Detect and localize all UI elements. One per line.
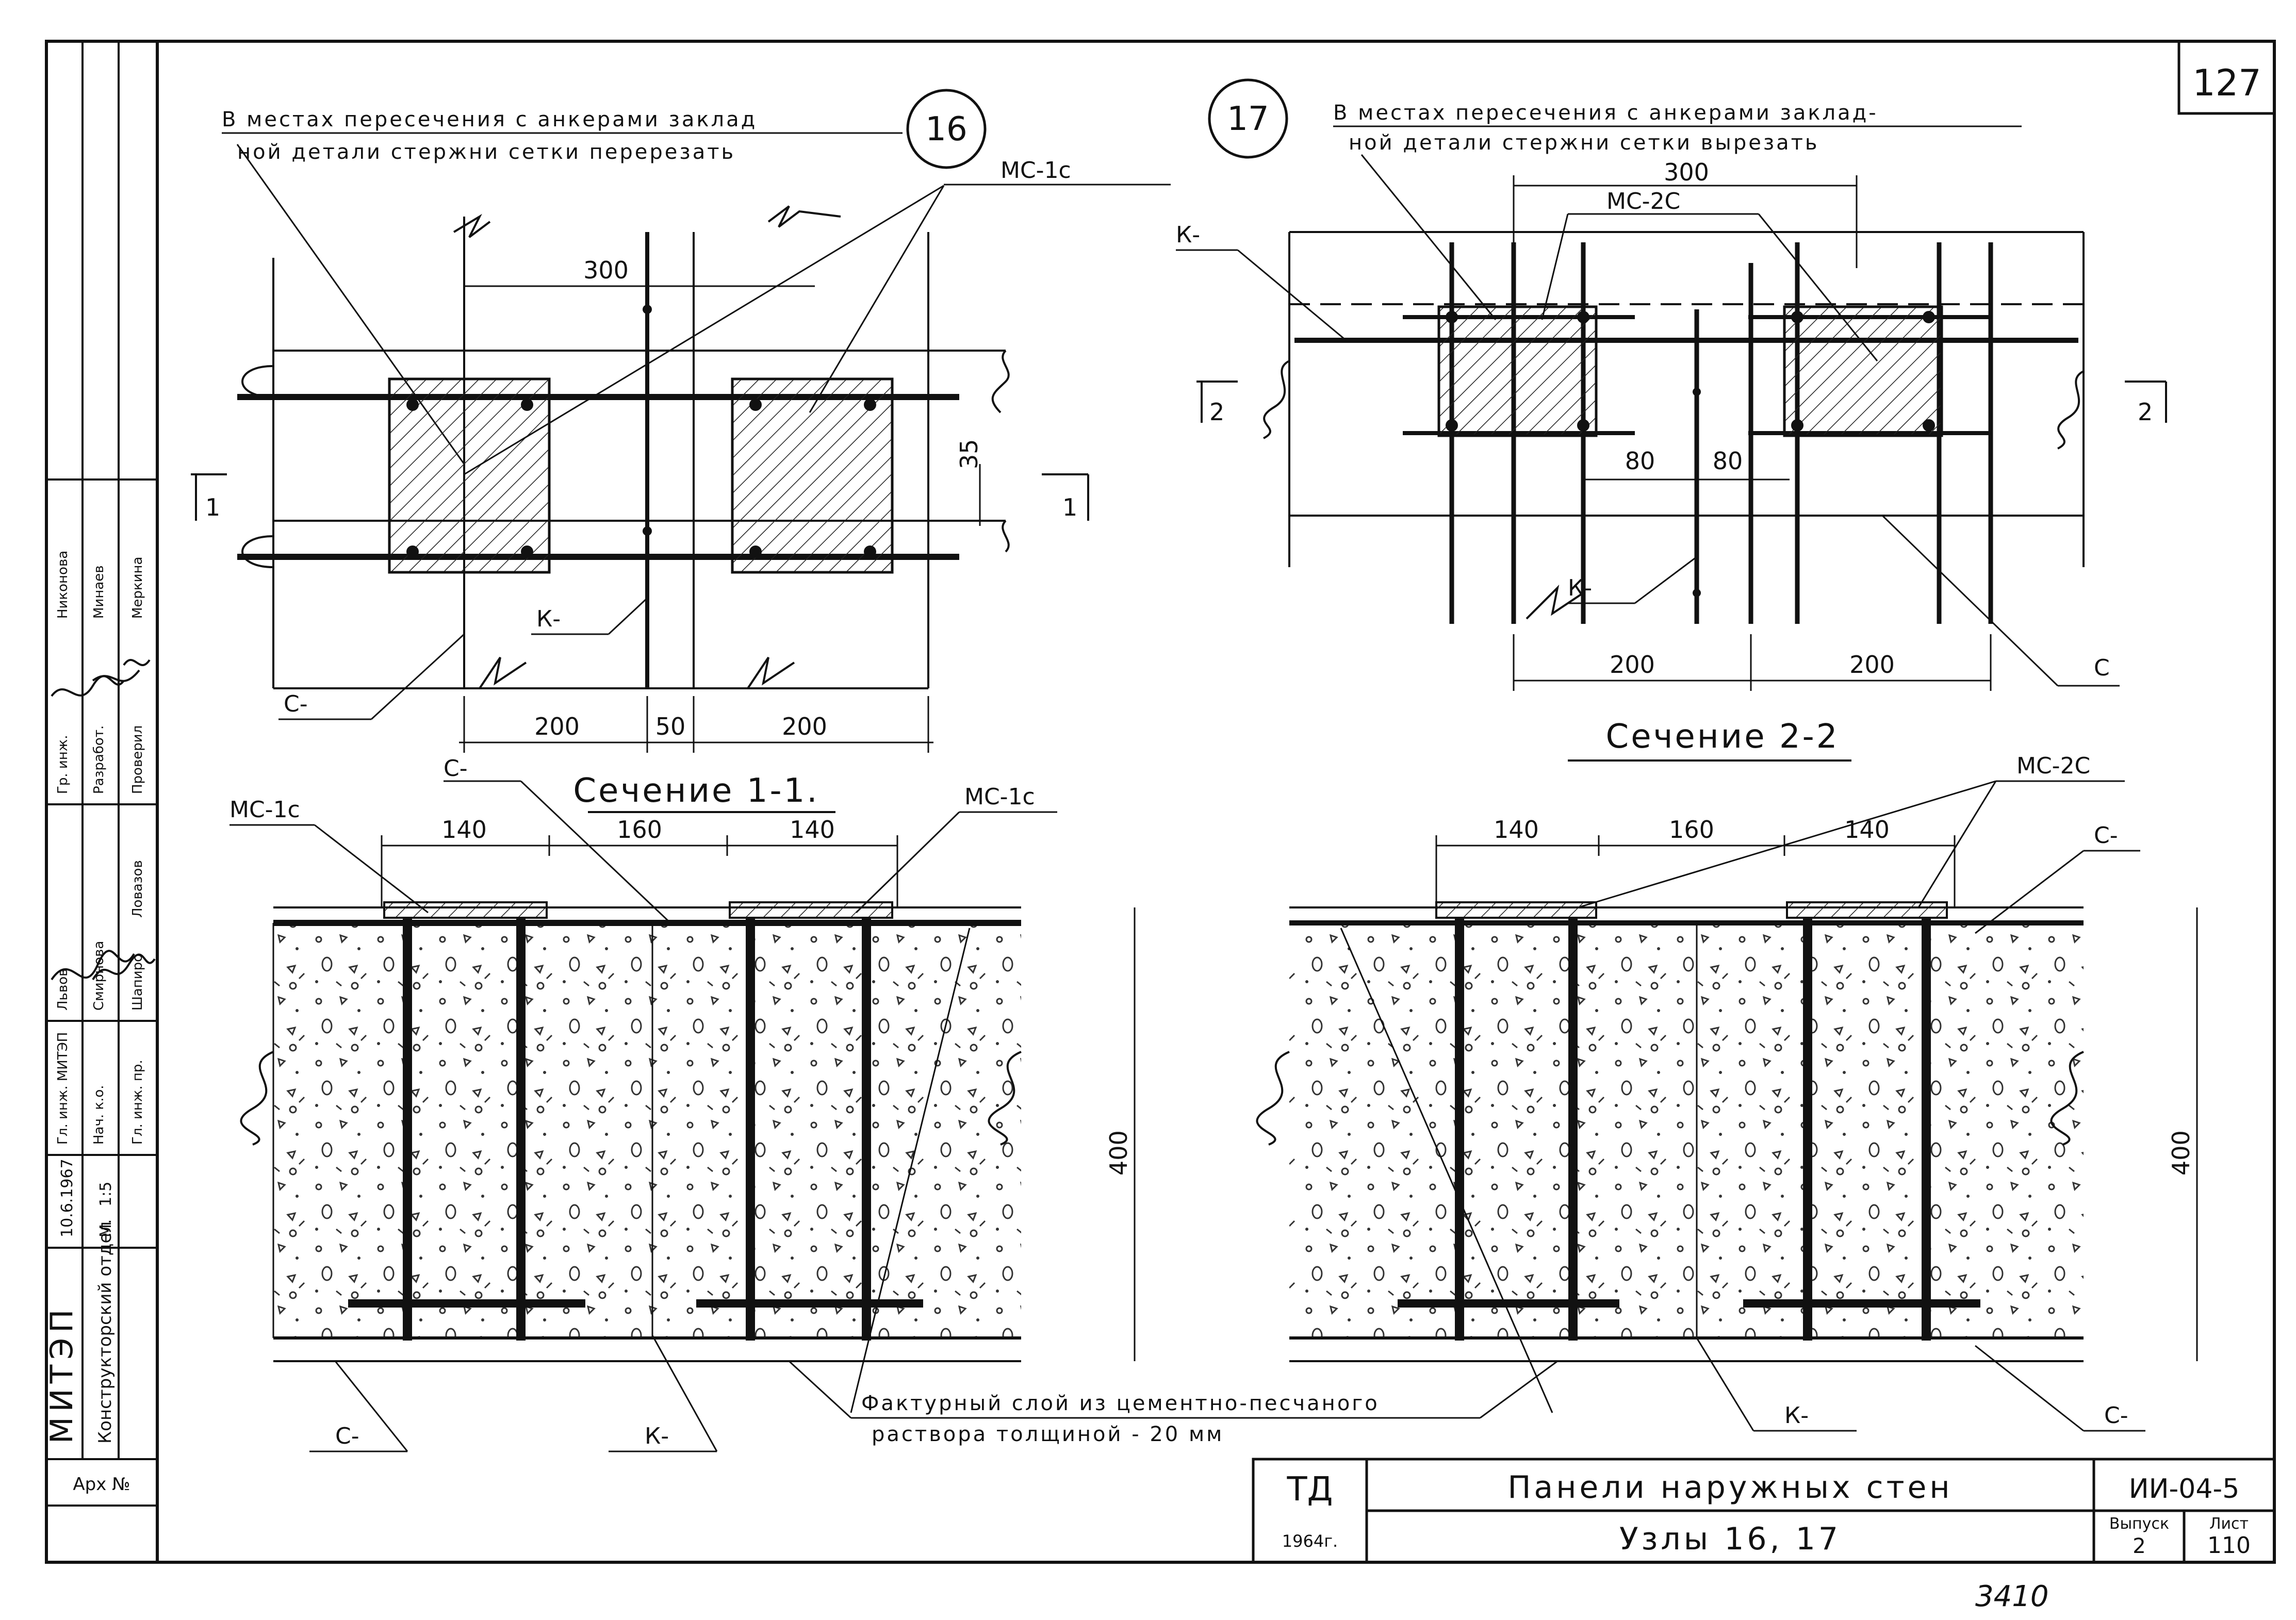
node-16-plan: 16 В местах пересечения с анкерами закла… [191, 89, 1171, 753]
node-16-dim-35: 35 [955, 439, 983, 469]
node-16-label-mc: МС-1с [1001, 157, 1071, 184]
section-1-1-label-mc-right: МС-1с [964, 784, 1035, 810]
stamp-role-5: Разработ. [91, 725, 107, 794]
section-2-2: Сечение 2-2 МС-2С С- 140 160 140 [1256, 718, 2198, 1432]
stamp-name-5: Никонова [55, 551, 71, 619]
stamp-column [46, 41, 157, 1507]
section-1-1: Сечение 1-1. С- МС-1с МС-1с 140 160 140 [229, 755, 1136, 1452]
stamp-scale-label: М. [97, 1219, 115, 1237]
node-17-note-line1: В местах пересечения с анкерами заклад- [1333, 101, 1878, 125]
node-17-dim-300: 300 [1664, 158, 1709, 186]
node-16-dim-200-left: 200 [534, 713, 580, 740]
node-17-section-mark-right: 2 [2138, 398, 2153, 426]
section-1-1-label-k-bottom: К- [645, 1423, 669, 1449]
facing-note: Фактурный слой из цементно-песчаного рас… [788, 1360, 1558, 1446]
section-1-1-label-c-bottom: С- [335, 1423, 359, 1449]
node-17-plan: 17 В местах пересечения с анкерами закла… [1176, 78, 2167, 691]
facing-note-line1: Фактурный слой из цементно-песчаного [861, 1392, 1380, 1415]
title-subtitle: Узлы 16, 17 [1619, 1521, 1841, 1557]
node-17-section-mark-left: 2 [1209, 398, 1224, 426]
node-17-label-k: К- [1568, 575, 1592, 601]
section-2-2-label-k-bottom: К- [1784, 1402, 1809, 1429]
node-16-section-mark-right: 1 [1062, 493, 1077, 521]
inventory-number: 3410 [1975, 1580, 2049, 1613]
section-2-2-dim-160: 160 [1669, 816, 1714, 844]
node-17-note-line2: ной детали стержни сетки вырезать [1349, 131, 1819, 155]
node-17-dim-200-right: 200 [1849, 651, 1895, 679]
stamp-archive: Арх № [73, 1474, 130, 1495]
node-17-dim-200-left: 200 [1610, 651, 1655, 679]
node-16-note-line1: В местах пересечения с анкерами заклад [222, 108, 757, 131]
stamp-role-2: Нач. к.о. [91, 1085, 107, 1145]
section-2-2-dim-140-left: 140 [1494, 816, 1539, 844]
node-16-dim-300: 300 [583, 256, 629, 284]
stamp-name-7: Меркина [130, 557, 145, 619]
section-1-1-title: Сечение 1-1. [573, 772, 819, 810]
title-year: 1964г. [1282, 1531, 1338, 1551]
section-2-2-title: Сечение 2-2 [1606, 718, 1840, 756]
stamp-role-4: Гр. инж. [55, 735, 71, 794]
node-17-number: 17 [1227, 100, 1269, 138]
node-17-dim-80-left: 80 [1625, 447, 1655, 475]
section-1-1-dim-140-left: 140 [441, 816, 487, 844]
node-16-number: 16 [925, 110, 967, 148]
node-16-section-mark-left: 1 [205, 493, 220, 521]
facing-note-line2: раствора толщиной - 20 мм [872, 1423, 1224, 1446]
title-main: Панели наружных стен [1507, 1469, 1953, 1506]
title-issue-value: 2 [2133, 1534, 2145, 1558]
section-2-2-dim-400: 400 [2167, 1130, 2195, 1176]
stamp-name-2: Смирнова [91, 941, 107, 1011]
stamp-role-6: Проверил [130, 725, 145, 794]
node-17-label-c: С [2094, 655, 2110, 681]
title-series: ИИ-04-5 [2129, 1474, 2240, 1505]
page-number: 127 [2192, 62, 2261, 104]
stamp-dept: Конструкторский отдел [95, 1221, 116, 1444]
stamp-role-1: Гл. инж. МИТЭП [55, 1032, 71, 1145]
sheet-frame [45, 40, 2276, 1564]
node-16-dim-50: 50 [655, 713, 686, 740]
node-16-label-k: К- [536, 606, 561, 632]
section-2-2-dim-140-right: 140 [1844, 816, 1890, 844]
node-16-label-c: С- [284, 691, 308, 717]
stamp-name-1: Львов [55, 969, 71, 1011]
section-2-2-label-mc: МС-2С [2016, 753, 2090, 779]
stamp-role-3: Гл. инж. пр. [130, 1060, 145, 1145]
node-17-dim-80-right: 80 [1713, 447, 1743, 475]
stamp-date: 10.6.1967 [58, 1159, 76, 1237]
section-2-2-label-c-bottom: С- [2104, 1402, 2128, 1429]
stamp-name-4: Ловазов [130, 860, 145, 918]
stamp-text: МИТЭП Конструкторский отдел 10.6.1967 М.… [44, 551, 145, 1495]
stamp-name-3: Шапиро [130, 954, 145, 1011]
title-issue-label: Выпуск [2109, 1515, 2169, 1533]
stamp-org: МИТЭП [44, 1304, 80, 1444]
node-17-label-mc: МС-2С [1606, 188, 1680, 214]
section-1-1-dim-160: 160 [617, 816, 662, 844]
title-sheet-value: 110 [2207, 1532, 2251, 1559]
stamp-name-6: Минаев [91, 565, 107, 619]
stamp-scale: 1:5 [97, 1182, 115, 1206]
signatures [51, 659, 156, 981]
node-16-note-line2: ной детали стержни сетки перерезать [237, 140, 735, 164]
section-1-1-label-c-top: С- [444, 755, 468, 782]
section-1-1-label-mc-left: МС-1с [229, 797, 300, 823]
section-1-1-dim-400: 400 [1105, 1130, 1133, 1176]
node-17-label-k-top: К- [1176, 222, 1200, 248]
title-code: ТД [1286, 1470, 1333, 1509]
section-1-1-dim-140-right: 140 [790, 816, 835, 844]
section-2-2-label-c-top: С- [2094, 822, 2118, 849]
title-block [1252, 1458, 2276, 1564]
title-sheet-label: Лист [2209, 1515, 2249, 1533]
node-16-dim-200-right: 200 [782, 713, 827, 740]
